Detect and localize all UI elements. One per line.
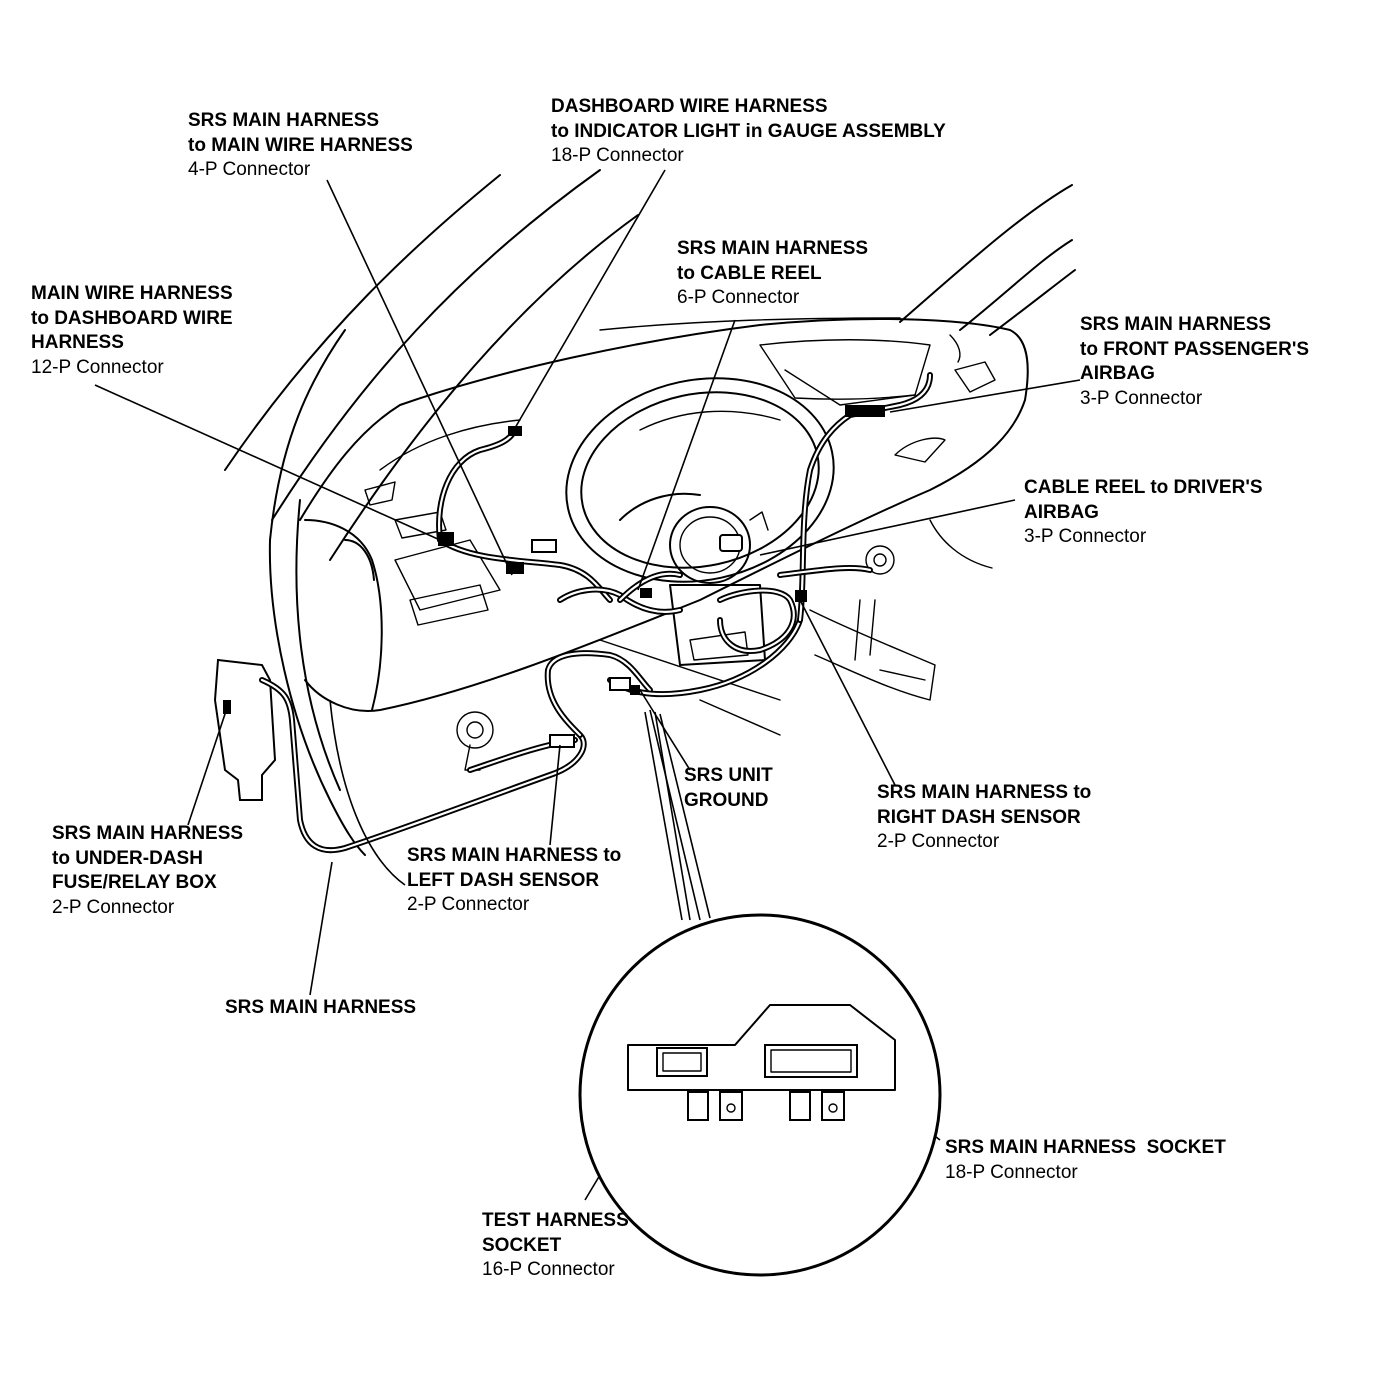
label-line: SRS MAIN HARNESS to xyxy=(407,845,622,866)
label-line: SOCKET xyxy=(482,1234,562,1256)
connector-type: 2-P Connector xyxy=(877,831,1000,852)
label-line: to MAIN WIRE HARNESS xyxy=(188,134,413,156)
label-line: SRS MAIN HARNESS to xyxy=(877,782,1092,803)
label-srs-unit-ground: SRS UNIT GROUND xyxy=(684,764,773,813)
label-srs-main-to-left-dash-sensor: SRS MAIN HARNESS to LEFT DASH SENSOR 2-P… xyxy=(407,844,621,918)
connector-type: 12-P Connector xyxy=(31,356,164,378)
label-line: MAIN WIRE HARNESS xyxy=(31,283,233,304)
connector-type: 3-P Connector xyxy=(1024,526,1147,547)
steering-column xyxy=(669,506,769,666)
label-line: SRS MAIN HARNESS xyxy=(52,823,244,844)
label-srs-main-harness: SRS MAIN HARNESS xyxy=(225,996,416,1021)
connector-type: 18-P Connector xyxy=(945,1161,1078,1183)
label-srs-main-to-under-dash-box: SRS MAIN HARNESS to UNDER-DASH FUSE/RELA… xyxy=(52,822,243,920)
label-line: SRS UNIT xyxy=(684,765,773,786)
label-line: AIRBAG xyxy=(1080,363,1155,384)
connector-type: 16-P Connector xyxy=(482,1259,615,1280)
connector-type: 2-P Connector xyxy=(52,896,175,918)
srs-unit-detail xyxy=(578,913,942,1277)
label-line: GROUND xyxy=(684,789,769,811)
center-console xyxy=(599,545,936,736)
label-line: to DASHBOARD WIRE xyxy=(31,307,233,329)
connector-type: 4-P Connector xyxy=(188,159,311,180)
label-line: LEFT DASH SENSOR xyxy=(407,869,600,891)
label-line: TEST HARNESS xyxy=(482,1210,629,1231)
label-srs-main-to-cable-reel: SRS MAIN HARNESS to CABLE REEL 6-P Conne… xyxy=(677,237,868,311)
connector-type: 3-P Connector xyxy=(1080,387,1203,409)
connector-type: 2-P Connector xyxy=(407,894,530,915)
connector-type: 6-P Connector xyxy=(677,287,800,308)
connector-blocks xyxy=(438,405,885,748)
windshield-lines xyxy=(224,169,1076,561)
label-srs-main-to-main-wire: SRS MAIN HARNESS to MAIN WIRE HARNESS 4-… xyxy=(188,109,413,183)
label-line: DASHBOARD WIRE HARNESS xyxy=(551,96,828,117)
label-line: to FRONT PASSENGER'S xyxy=(1080,338,1310,360)
label-line: HARNESS xyxy=(31,332,124,353)
label-line: SRS MAIN HARNESS xyxy=(225,997,417,1018)
label-line: CABLE REEL to DRIVER'S xyxy=(1024,477,1263,498)
label-test-harness-socket: TEST HARNESS SOCKET 16-P Connector xyxy=(482,1209,629,1283)
connector-type: 18-P Connector xyxy=(551,145,684,166)
label-line: FUSE/RELAY BOX xyxy=(52,872,217,893)
label-main-wire-to-dashboard: MAIN WIRE HARNESS to DASHBOARD WIRE HARN… xyxy=(31,282,233,380)
label-line: to CABLE REEL xyxy=(677,262,822,284)
dashboard-body xyxy=(299,317,1029,712)
label-line: to UNDER-DASH xyxy=(52,847,203,869)
label-cable-reel-to-driver-airbag: CABLE REEL to DRIVER'S AIRBAG 3-P Connec… xyxy=(1024,476,1263,550)
label-line: to INDICATOR LIGHT in GAUGE ASSEMBLY xyxy=(551,120,946,142)
label-line: SRS MAIN HARNESS xyxy=(677,238,869,259)
label-line: SRS MAIN HARNESS SOCKET xyxy=(945,1137,1226,1158)
pointer-lines xyxy=(94,169,1081,1201)
label-line: SRS MAIN HARNESS xyxy=(1080,314,1272,335)
label-line: SRS MAIN HARNESS xyxy=(188,110,380,131)
door-outline xyxy=(268,329,366,856)
label-line: RIGHT DASH SENSOR xyxy=(877,806,1081,828)
label-srs-main-to-right-dash-sensor: SRS MAIN HARNESS to RIGHT DASH SENSOR 2-… xyxy=(877,781,1091,855)
label-srs-main-to-passenger-airbag: SRS MAIN HARNESS to FRONT PASSENGER'S AI… xyxy=(1080,313,1309,411)
label-dashboard-to-indicator: DASHBOARD WIRE HARNESS to INDICATOR LIGH… xyxy=(551,95,946,169)
label-line: AIRBAG xyxy=(1024,501,1099,523)
label-srs-main-harness-socket: SRS MAIN HARNESS SOCKET 18-P Connector xyxy=(945,1136,1226,1185)
